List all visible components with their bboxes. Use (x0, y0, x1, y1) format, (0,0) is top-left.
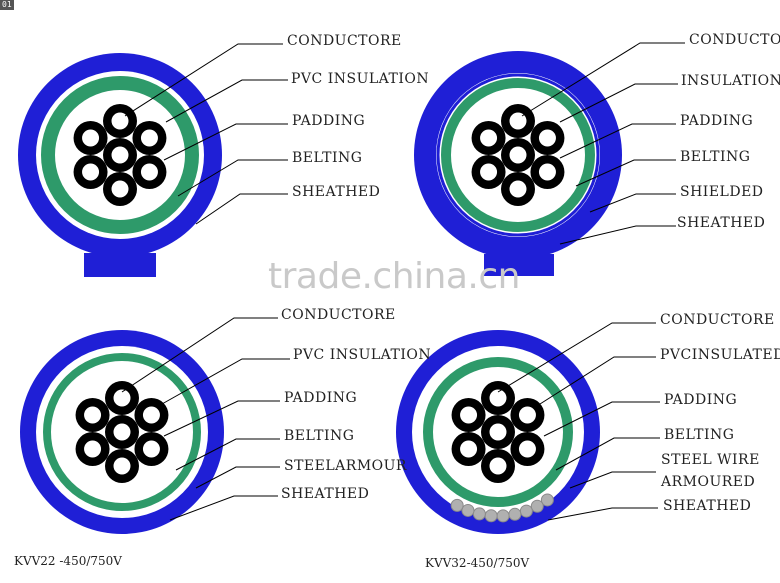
d4-leader-4 (555, 437, 660, 471)
d3-label-steel-armour: STEELARMOUR (284, 458, 407, 474)
d1-label-padding: PADDING (292, 113, 366, 129)
d1-leader-3 (163, 123, 288, 161)
d4-steel-wire-9 (450, 498, 464, 512)
d1-leader-2 (165, 79, 288, 123)
d3-conductor-core-1 (113, 423, 131, 441)
d4-label-armoured: ARMOURED (661, 474, 756, 490)
d2-conductor-core-3 (538, 129, 556, 147)
d1-insulation-band (41, 76, 199, 234)
d4-steel-wire-6 (484, 509, 498, 523)
d4-label-padding: PADDING (664, 392, 738, 408)
d3-conductor-core-6 (84, 440, 102, 458)
d4-leader-2 (539, 356, 656, 405)
d2-conductor-core-1 (509, 146, 527, 164)
d2-label-padding: PADDING (680, 113, 754, 129)
d2-leader-1 (521, 42, 685, 117)
d1-leader-5 (195, 193, 288, 225)
d3-leader-4 (175, 438, 280, 471)
d1-conductor-core-6 (82, 163, 100, 181)
d1-conductor-core-3 (140, 129, 158, 147)
d4-conductor-core-3 (518, 406, 536, 424)
d4-steel-wire-5 (496, 509, 510, 523)
d1-conductor-core-7 (82, 129, 100, 147)
d4-label-insulated: PVCINSULATED (660, 347, 780, 363)
d4-leader-6 (547, 507, 658, 521)
d1-label-conductor: CONDUCTORE (287, 33, 402, 49)
d2-conductor-core-4 (538, 163, 556, 181)
d2-conductor-core-5 (509, 180, 527, 198)
d4-conductor-core-1 (489, 423, 507, 441)
d3-conductor-core-7 (84, 406, 102, 424)
d3-label-insulation: PVC INSULATION (293, 347, 432, 363)
d1-label-insulation: PVC INSULATION (291, 71, 430, 87)
d2-label-belting: BELTING (680, 149, 751, 165)
d4-steel-wire-4 (508, 507, 522, 521)
d4-steel-wire-1 (540, 493, 554, 507)
d2-label-insulation: INSULATION (681, 73, 780, 89)
d1-leader-1 (124, 43, 283, 117)
d2-leader-3 (559, 123, 676, 159)
d3-leader-3 (163, 400, 280, 437)
d3-conductor-core-5 (113, 457, 131, 475)
d2-conductor-core-6 (480, 163, 498, 181)
d1-conductor-core-4 (140, 163, 158, 181)
d3-model-code: KVV22 -450/750V (14, 554, 122, 568)
d2-label-sheathed: SHEATHED (677, 215, 766, 231)
d3-conductor-core-2 (113, 389, 131, 407)
d3-leader-1 (121, 317, 278, 393)
d2-leader-2 (559, 83, 678, 123)
d1-conductor-core-1 (111, 146, 129, 164)
d3-leader-6 (169, 495, 278, 521)
d2-label-shielded: SHIELDED (680, 184, 764, 200)
d3-label-conductor: CONDUCTORE (281, 307, 396, 323)
d2-leader-6 (559, 225, 676, 245)
d4-label-sheathed: SHEATHED (663, 498, 752, 514)
d4-conductor-core-5 (489, 457, 507, 475)
d1-leader-4 (177, 159, 288, 197)
d4-leader-3 (543, 401, 660, 437)
corner-tag: 01 (0, 0, 14, 10)
d4-label-belting: BELTING (664, 427, 735, 443)
d2-conductor-core-2 (509, 112, 527, 130)
d4-conductor-core-2 (489, 389, 507, 407)
d2-insulation-band (441, 78, 595, 232)
d4-steel-wire-3 (519, 504, 533, 518)
d2-shield-ring (436, 73, 600, 237)
d3-conductor-core-3 (142, 406, 160, 424)
d4-steel-wire-2 (530, 499, 544, 513)
d4-conductor-core-7 (460, 406, 478, 424)
d4-conductor-core-6 (460, 440, 478, 458)
d2-leader-5 (589, 193, 676, 213)
d1-sheath-stub (84, 253, 156, 277)
d3-leader-2 (161, 358, 290, 405)
d4-steel-wire-8 (461, 503, 475, 517)
d1-label-sheathed: SHEATHED (292, 184, 381, 200)
d4-leader-5 (569, 471, 656, 489)
d1-conductor-core-5 (111, 180, 129, 198)
d3-label-padding: PADDING (284, 390, 358, 406)
d2-conductor-core-7 (480, 129, 498, 147)
d3-leader-5 (195, 466, 280, 489)
d4-insulation-band (423, 357, 573, 507)
d4-label-steel-wire: STEEL WIRE (661, 452, 760, 468)
d3-label-belting: BELTING (284, 428, 355, 444)
d2-leader-4 (575, 159, 676, 187)
d2-label-conductor: CONDUCTOR (689, 32, 780, 48)
d4-label-conductor: CONDUCTORE (660, 312, 775, 328)
watermark: trade.china.cn (268, 256, 520, 297)
d1-conductor-core-2 (111, 112, 129, 130)
d3-label-sheathed: SHEATHED (281, 486, 370, 502)
d4-model-code: KVV32-450/750V (425, 556, 530, 570)
d3-conductor-core-4 (142, 440, 160, 458)
d1-label-belting: BELTING (292, 150, 363, 166)
d2-sheath-stub (484, 254, 554, 276)
d4-steel-wire-7 (472, 507, 486, 521)
d4-leader-1 (497, 322, 656, 393)
d3-insulation-band (43, 353, 201, 511)
d4-conductor-core-4 (518, 440, 536, 458)
